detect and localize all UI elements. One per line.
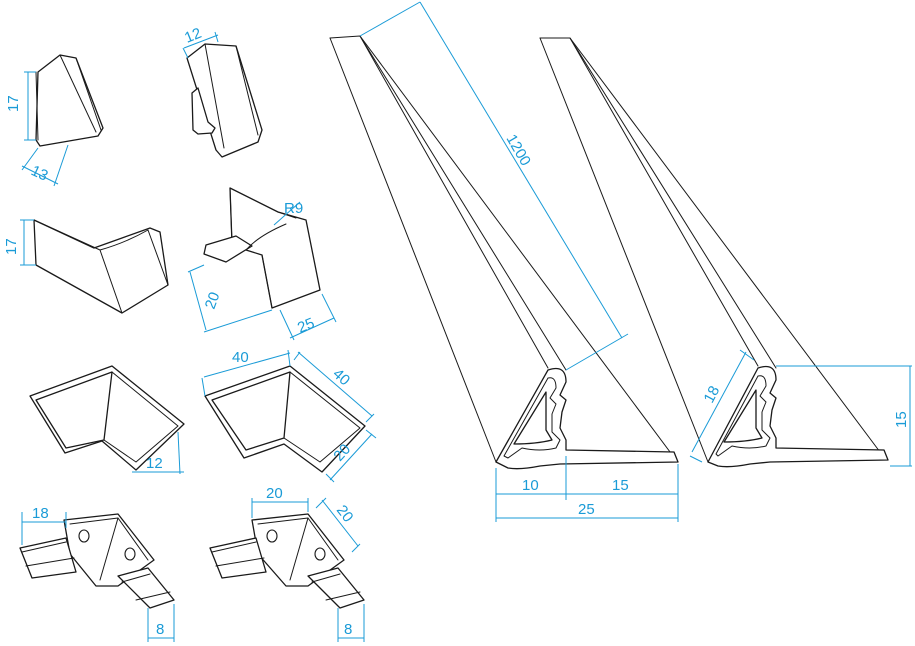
profile-back-label: 10 <box>522 477 539 494</box>
connector-a-tab-label: 8 <box>156 621 164 638</box>
profile-base-label: 15 <box>612 477 629 494</box>
profile-2: 18 15 <box>539 37 912 468</box>
end-cap-part: 17 13 <box>5 54 104 187</box>
profile2-slant-label: 18 <box>701 383 724 406</box>
corner-radius-label: R9 <box>284 200 303 217</box>
connector-b-tab-label: 8 <box>344 621 352 638</box>
corner-cap-height-label: 17 <box>3 238 20 255</box>
connector-b-width-a-label: 20 <box>266 485 283 502</box>
corner-cap-part: 17 <box>3 219 169 314</box>
outer-corner-leg-a-label: 40 <box>232 349 249 366</box>
profile-total-label: 25 <box>578 501 595 518</box>
corner-height-label: 20 <box>202 290 224 311</box>
profile2-height-label: 15 <box>893 411 910 428</box>
corner-depth-label: 25 <box>295 315 317 337</box>
connector-a-part: 18 8 <box>19 505 175 642</box>
inner-corner-leg-label: 12 <box>146 455 163 472</box>
end-cap-depth-label: 13 <box>28 162 50 184</box>
corner-piece-part: R9 20 25 <box>187 187 337 341</box>
profile-length-label: 1200 <box>503 132 534 169</box>
end-cap-width-label: 12 <box>182 25 204 47</box>
connector-b-part: 20 20 8 <box>209 485 365 642</box>
connector-b-width-b-label: 20 <box>333 502 357 526</box>
outer-corner-leg-b-label: 40 <box>329 365 353 389</box>
connector-a-width-label: 18 <box>32 505 49 522</box>
end-cap-height-label: 17 <box>5 95 22 112</box>
outer-corner-part: 40 40 20 <box>201 349 377 483</box>
inner-corner-part: 12 <box>29 365 185 475</box>
profile-1: 1200 10 15 25 <box>329 1 679 522</box>
end-cap-clip-part: 12 <box>182 25 263 158</box>
